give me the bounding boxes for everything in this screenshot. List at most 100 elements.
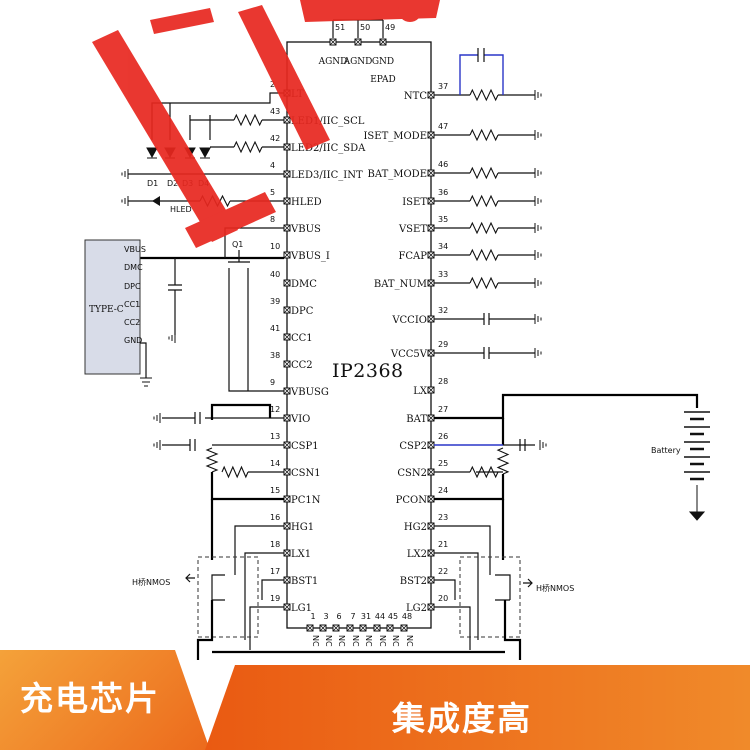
pin-cross [427, 441, 435, 449]
watermark-stroke [92, 30, 238, 242]
pin-label-left: VIO [290, 414, 310, 425]
pin-label-right: LX2 [407, 549, 427, 560]
pin-label-right: CSP2 [399, 441, 427, 452]
pin-label-right: LG2 [406, 603, 427, 614]
pin-label-left: HLED [291, 197, 322, 208]
pin-label-left: DMC [291, 279, 317, 290]
pin-number-left: 41 [270, 324, 280, 333]
pin-label-left: CSP1 [291, 441, 319, 452]
watermark-stroke [238, 5, 330, 150]
typec-pin-label: DMC [124, 263, 143, 272]
hg1-wire [234, 525, 284, 575]
pin-cross [283, 603, 291, 611]
pin-label-right: ISET [402, 197, 427, 208]
pin-label-right: NTC [404, 91, 427, 102]
pin-cross [283, 441, 291, 449]
pin-cross [283, 116, 291, 124]
pin-cross [359, 624, 367, 632]
banner-left-text: 充电芯片 [20, 679, 160, 718]
nmos-right-box [459, 556, 521, 638]
pin-cross [319, 624, 327, 632]
pin-label-bottom: NC [378, 635, 387, 647]
nmos-left-arrow [185, 573, 195, 583]
pin-cross [283, 143, 291, 151]
capacitor [483, 313, 490, 325]
resistor [233, 140, 263, 154]
resistor [469, 248, 499, 262]
pin-label-left: CSN1 [291, 468, 321, 479]
banner-right-text: 集成度高 [392, 699, 532, 738]
hled-label: HLED [170, 205, 192, 214]
pin-label-right: CSN2 [397, 468, 427, 479]
pin-label-right: VSET [398, 224, 427, 235]
nmos-left [211, 574, 225, 601]
typec-pin-label: DPC [124, 282, 141, 291]
pin-cross [283, 170, 291, 178]
pin-number-left: 15 [270, 486, 280, 495]
vbus-rail [210, 403, 272, 420]
ground-symbol [534, 130, 542, 140]
typec-pin-label: CC1 [124, 300, 140, 309]
ground-symbol [534, 223, 542, 233]
pin-number-left: 39 [270, 297, 280, 306]
pin-number-right: 28 [438, 377, 448, 386]
pin-cross [427, 603, 435, 611]
ground-symbol [534, 314, 542, 324]
pin-label-right: ISET_MODE [363, 131, 427, 142]
pin-label-top: AGND [343, 57, 373, 67]
left-low [196, 600, 214, 660]
pin-cross [427, 386, 435, 394]
resistor [469, 88, 499, 102]
resistor [469, 194, 499, 208]
pin-number-right: 26 [438, 432, 448, 441]
pin-number-right: 25 [438, 459, 448, 468]
pin-label-left: DPC [291, 306, 314, 317]
q1-label: Q1 [232, 240, 243, 249]
pin-number-left: 13 [270, 432, 280, 441]
pin-number-bottom: 7 [350, 612, 355, 621]
pin-number-left: 42 [270, 134, 280, 143]
pin-number-bottom: 44 [375, 612, 385, 621]
pin-label-right: BAT [406, 414, 427, 425]
ground-symbol [153, 440, 161, 450]
pin-number-right: 20 [438, 594, 448, 603]
ground-symbol [534, 168, 542, 178]
ground-symbol [539, 440, 547, 450]
resistor [221, 465, 249, 479]
ntc-cap-wire [459, 54, 504, 95]
bat-wire [434, 393, 699, 420]
led-label: D1 [147, 179, 158, 188]
pin-number-left: 9 [270, 378, 275, 387]
pin-cross [400, 624, 408, 632]
pin-number-top: 51 [335, 23, 345, 32]
pin-label-left: BST1 [291, 576, 318, 587]
pin-label-bottom: NC [311, 635, 320, 647]
pin-number-bottom: 3 [323, 612, 328, 621]
lg1-wire [249, 606, 284, 650]
ground-symbol [121, 196, 129, 206]
pin-number-left: 12 [270, 405, 280, 414]
pin-label-bottom: NC [337, 635, 346, 647]
pin-cross [427, 495, 435, 503]
resistor [469, 128, 499, 142]
pin-label-left: PC1N [291, 495, 321, 506]
nmos-right-arrow [523, 578, 533, 588]
banner-right [205, 665, 750, 750]
pin-label-left: VBUSG [290, 387, 329, 398]
pin-number-top: 50 [360, 23, 370, 32]
led-symbol [146, 147, 158, 159]
pin-number-left: 38 [270, 351, 280, 360]
pin-cross [427, 349, 435, 357]
capacitor [483, 347, 490, 359]
pin-cross [427, 224, 435, 232]
nmos-left-box [197, 556, 259, 638]
pin-label-top: EPAD [370, 75, 396, 85]
ground-symbol [121, 169, 129, 179]
pin-cross [427, 522, 435, 530]
pin-cross [283, 333, 291, 341]
ground-symbol [168, 333, 176, 343]
pin-number-bottom: 6 [336, 612, 341, 621]
q1 [228, 250, 250, 263]
